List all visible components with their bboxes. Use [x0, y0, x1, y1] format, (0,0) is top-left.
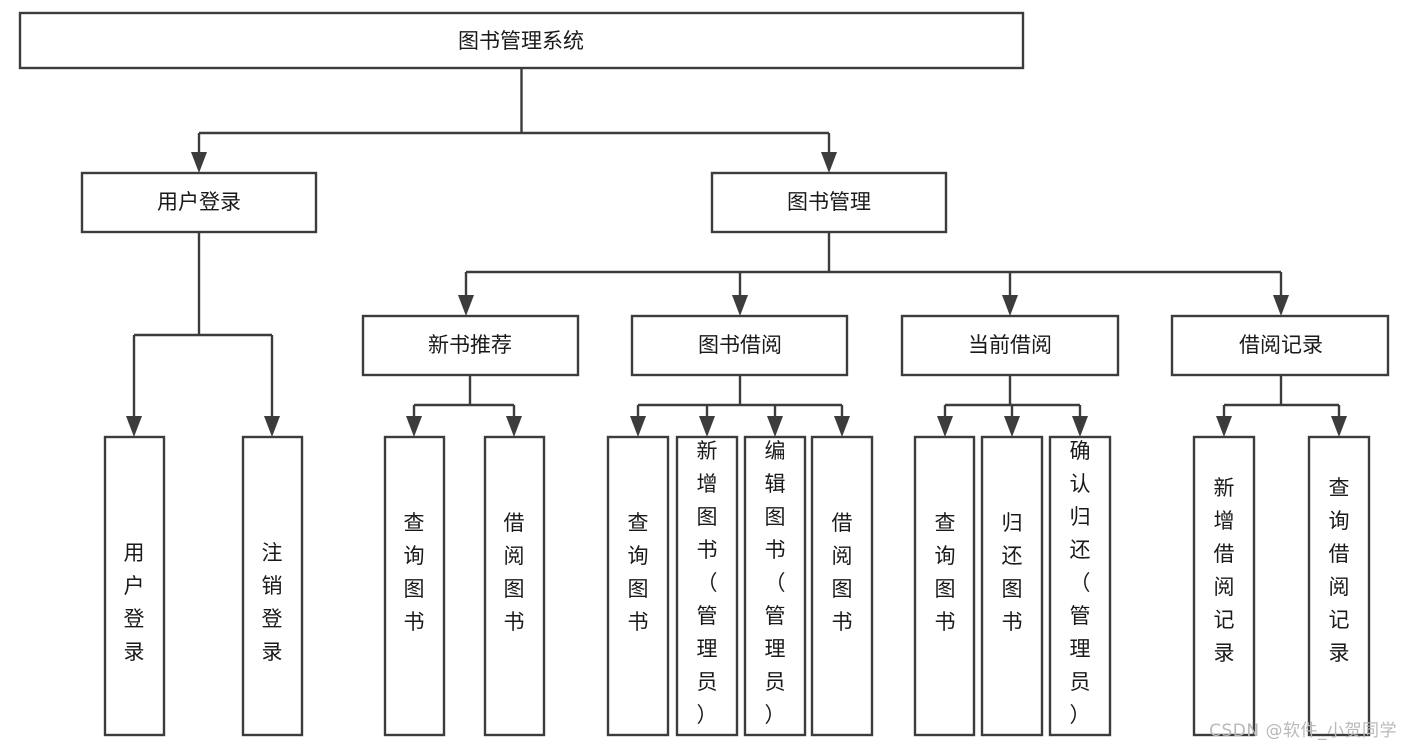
arrow-head-leaf-borrow-1: [630, 416, 646, 437]
csdn-watermark: CSDN @软件_小贺同学: [1209, 721, 1397, 741]
node-borrow-record[interactable]: 借阅记录: [1170, 314, 1390, 377]
arrow-head-leaf-newbook-2: [506, 416, 522, 437]
leaf-current-borrow-2[interactable]: 归还图书: [980, 435, 1044, 737]
leaf-new-book-1-label: 查询图书: [404, 511, 425, 634]
leaf-current-borrow-3[interactable]: 确认归还（管理员）: [1048, 435, 1112, 737]
edge-layer: [126, 68, 1347, 437]
arrow-head-newbook: [458, 295, 474, 316]
arrow-head-current: [1002, 295, 1018, 316]
leaf-borrow-record-1[interactable]: 新增借阅记录: [1192, 435, 1256, 737]
leaf-borrow-record-1-label: 新增借阅记录: [1214, 476, 1235, 665]
arrow-head-leaf-newbook-1: [406, 416, 422, 437]
leaf-book-borrow-2-label: 新增图书（管理员）: [697, 439, 718, 727]
node-book-manage-label: 图书管理: [787, 190, 871, 214]
leaf-new-book-2[interactable]: 借阅图书: [483, 435, 546, 737]
node-borrow-record-label: 借阅记录: [1239, 333, 1323, 357]
leaf-borrow-record-2-label: 查询借阅记录: [1329, 476, 1350, 665]
arrow-head-leaf-borrow-2: [699, 416, 715, 437]
node-book-borrow[interactable]: 图书借阅: [630, 314, 849, 377]
arrow-head-leaf-record-2: [1331, 416, 1347, 437]
leaf-user-login-2-label: 注销登录: [262, 541, 283, 664]
leaf-current-borrow-2-label: 归还图书: [1002, 511, 1023, 634]
leaf-book-borrow-4-box[interactable]: [810, 435, 874, 737]
leaf-book-borrow-4-label: 借阅图书: [832, 511, 853, 634]
node-book-manage[interactable]: 图书管理: [710, 171, 948, 234]
node-root-box[interactable]: [18, 11, 1025, 70]
node-book-borrow-box[interactable]: [630, 314, 849, 377]
node-user-login-label: 用户登录: [157, 190, 241, 214]
leaf-book-borrow-4[interactable]: 借阅图书: [810, 435, 874, 737]
leaf-book-borrow-3-label: 编辑图书（管理员）: [765, 439, 786, 727]
node-borrow-record-box[interactable]: [1170, 314, 1390, 377]
node-current-borrow[interactable]: 当前借阅: [900, 314, 1120, 377]
node-book-manage-box[interactable]: [710, 171, 948, 234]
arrow-head-record: [1273, 295, 1289, 316]
leaf-borrow-record-1-box[interactable]: [1192, 435, 1256, 737]
leaf-new-book-1[interactable]: 查询图书: [383, 435, 446, 737]
leaf-user-login-2-box[interactable]: [241, 435, 304, 737]
arrow-head-leaf-borrow-4: [834, 416, 850, 437]
leaf-current-borrow-3-box[interactable]: [1048, 435, 1112, 737]
arrow-head-leaf-user-login-2: [264, 416, 280, 437]
leaf-book-borrow-1-box[interactable]: [606, 435, 670, 737]
node-user-login-box[interactable]: [80, 171, 318, 234]
arrow-head-leaf-current-3: [1072, 416, 1088, 437]
arrow-head-borrow: [732, 295, 748, 316]
leaf-new-book-1-box[interactable]: [383, 435, 446, 737]
leaf-current-borrow-3-label: 确认归还（管理员）: [1070, 439, 1091, 727]
node-root[interactable]: 图书管理系统: [18, 11, 1025, 70]
arrow-head-leaf-current-1: [937, 416, 953, 437]
node-new-book-recommend-label: 新书推荐: [428, 333, 512, 357]
leaf-new-book-2-label: 借阅图书: [504, 511, 525, 634]
arrow-head-user-login: [191, 152, 207, 173]
arrow-head-leaf-borrow-3: [767, 416, 783, 437]
leaf-borrow-record-2[interactable]: 查询借阅记录: [1307, 435, 1371, 737]
node-current-borrow-box[interactable]: [900, 314, 1120, 377]
node-user-login[interactable]: 用户登录: [80, 171, 318, 234]
leaf-book-borrow-3[interactable]: 编辑图书（管理员）: [743, 435, 807, 737]
leaf-current-borrow-1[interactable]: 查询图书: [913, 435, 976, 737]
node-book-borrow-label: 图书借阅: [698, 333, 782, 357]
arrow-head-leaf-user-login-1: [126, 416, 142, 437]
leaf-borrow-record-2-box[interactable]: [1307, 435, 1371, 737]
leaf-new-book-2-box[interactable]: [483, 435, 546, 737]
leaf-current-borrow-1-label: 查询图书: [935, 511, 956, 634]
leaf-book-borrow-1[interactable]: 查询图书: [606, 435, 670, 737]
leaf-book-borrow-2[interactable]: 新增图书（管理员）: [675, 435, 739, 737]
leaf-current-borrow-1-box[interactable]: [913, 435, 976, 737]
arrow-head-leaf-current-2: [1004, 416, 1020, 437]
leaf-book-borrow-3-box[interactable]: [743, 435, 807, 737]
node-current-borrow-label: 当前借阅: [968, 333, 1052, 357]
node-new-book-recommend[interactable]: 新书推荐: [361, 314, 580, 377]
leaf-user-login-1-box[interactable]: [103, 435, 166, 737]
leaf-current-borrow-2-box[interactable]: [980, 435, 1044, 737]
arrow-head-book-manage: [821, 152, 837, 173]
leaf-user-login-2[interactable]: 注销登录: [241, 435, 304, 737]
node-new-book-recommend-box[interactable]: [361, 314, 580, 377]
leaf-user-login-1-label: 用户登录: [124, 541, 145, 664]
leaf-book-borrow-2-box[interactable]: [675, 435, 739, 737]
arrow-head-leaf-record-1: [1216, 416, 1232, 437]
node-root-label: 图书管理系统: [458, 29, 584, 53]
leaf-user-login-1[interactable]: 用户登录: [103, 435, 166, 737]
leaf-book-borrow-1-label: 查询图书: [628, 511, 649, 634]
